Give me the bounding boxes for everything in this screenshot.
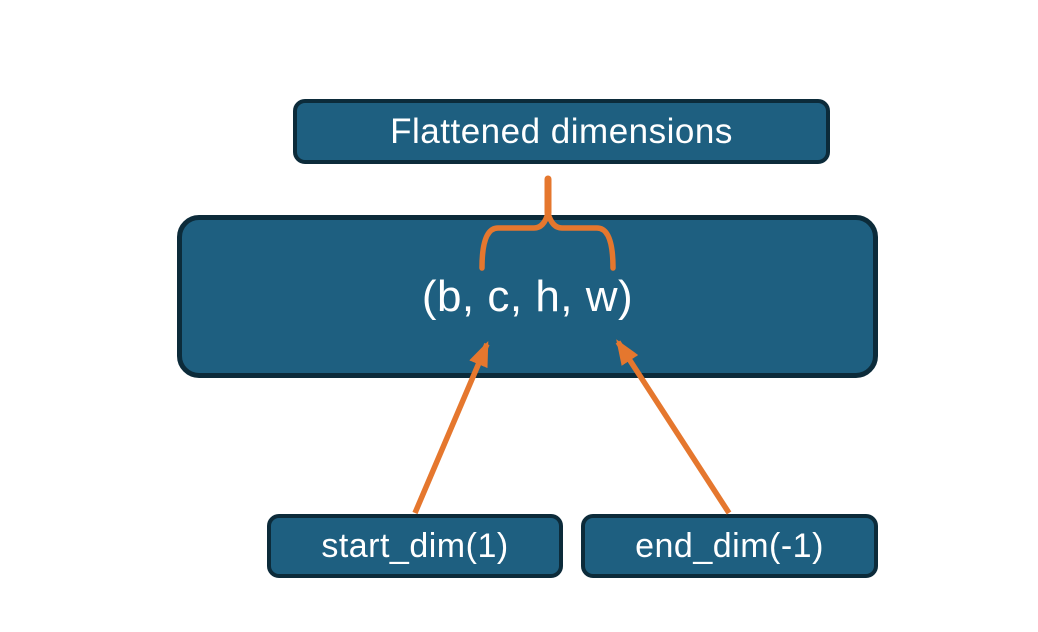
end-dim-label: end_dim(-1) bbox=[635, 526, 824, 565]
end-dim-box: end_dim(-1) bbox=[581, 514, 878, 578]
start-dim-box: start_dim(1) bbox=[267, 514, 563, 578]
start-dim-label: start_dim(1) bbox=[321, 526, 509, 565]
flattened-dimensions-label: Flattened dimensions bbox=[390, 111, 733, 151]
flattened-dimensions-box: Flattened dimensions bbox=[293, 99, 830, 164]
tensor-shape-box: (b, c, h, w) bbox=[177, 215, 878, 378]
tensor-shape-label: (b, c, h, w) bbox=[421, 271, 634, 321]
